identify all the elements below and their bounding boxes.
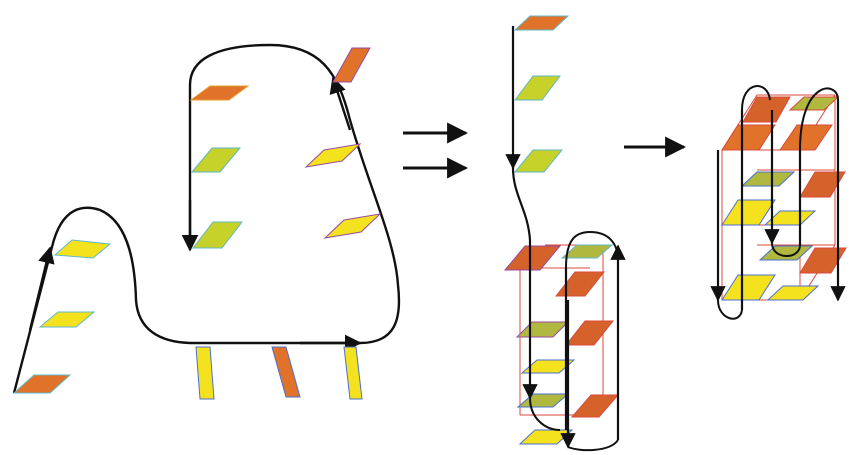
tile [38, 311, 96, 328]
tile [12, 374, 72, 394]
tile [758, 245, 814, 261]
tile [189, 85, 250, 101]
strand-backbone [12, 43, 401, 394]
folded-quadruplex [710, 85, 847, 320]
tile [799, 171, 846, 198]
tile [503, 245, 562, 271]
tile [195, 346, 215, 400]
unfolded-strand [12, 43, 401, 400]
tile [515, 321, 570, 338]
tile [323, 213, 382, 239]
tile [721, 199, 776, 226]
tile [343, 346, 363, 400]
tile [779, 124, 833, 151]
tile [271, 346, 301, 398]
tile [788, 96, 840, 111]
tile [304, 143, 362, 168]
tile [554, 271, 606, 297]
tile [564, 320, 615, 346]
tile [332, 47, 371, 83]
double-arrow [403, 122, 469, 179]
strand-arrow-up-right [329, 76, 352, 131]
strand-arrow-up-left [28, 246, 55, 331]
tile [570, 394, 620, 418]
tile [721, 124, 776, 151]
tile [763, 210, 817, 226]
tile [514, 75, 561, 101]
hairpin-intermediate [503, 15, 626, 452]
tile [191, 221, 244, 249]
tile [513, 149, 564, 173]
tile [766, 285, 820, 301]
tile [740, 171, 796, 187]
tile [53, 239, 112, 259]
tile [516, 393, 570, 408]
tile [518, 429, 574, 445]
tile [520, 359, 576, 374]
tile [513, 15, 570, 31]
tile [799, 247, 847, 274]
tile [721, 274, 776, 301]
tile [190, 147, 242, 173]
tile [742, 96, 791, 123]
